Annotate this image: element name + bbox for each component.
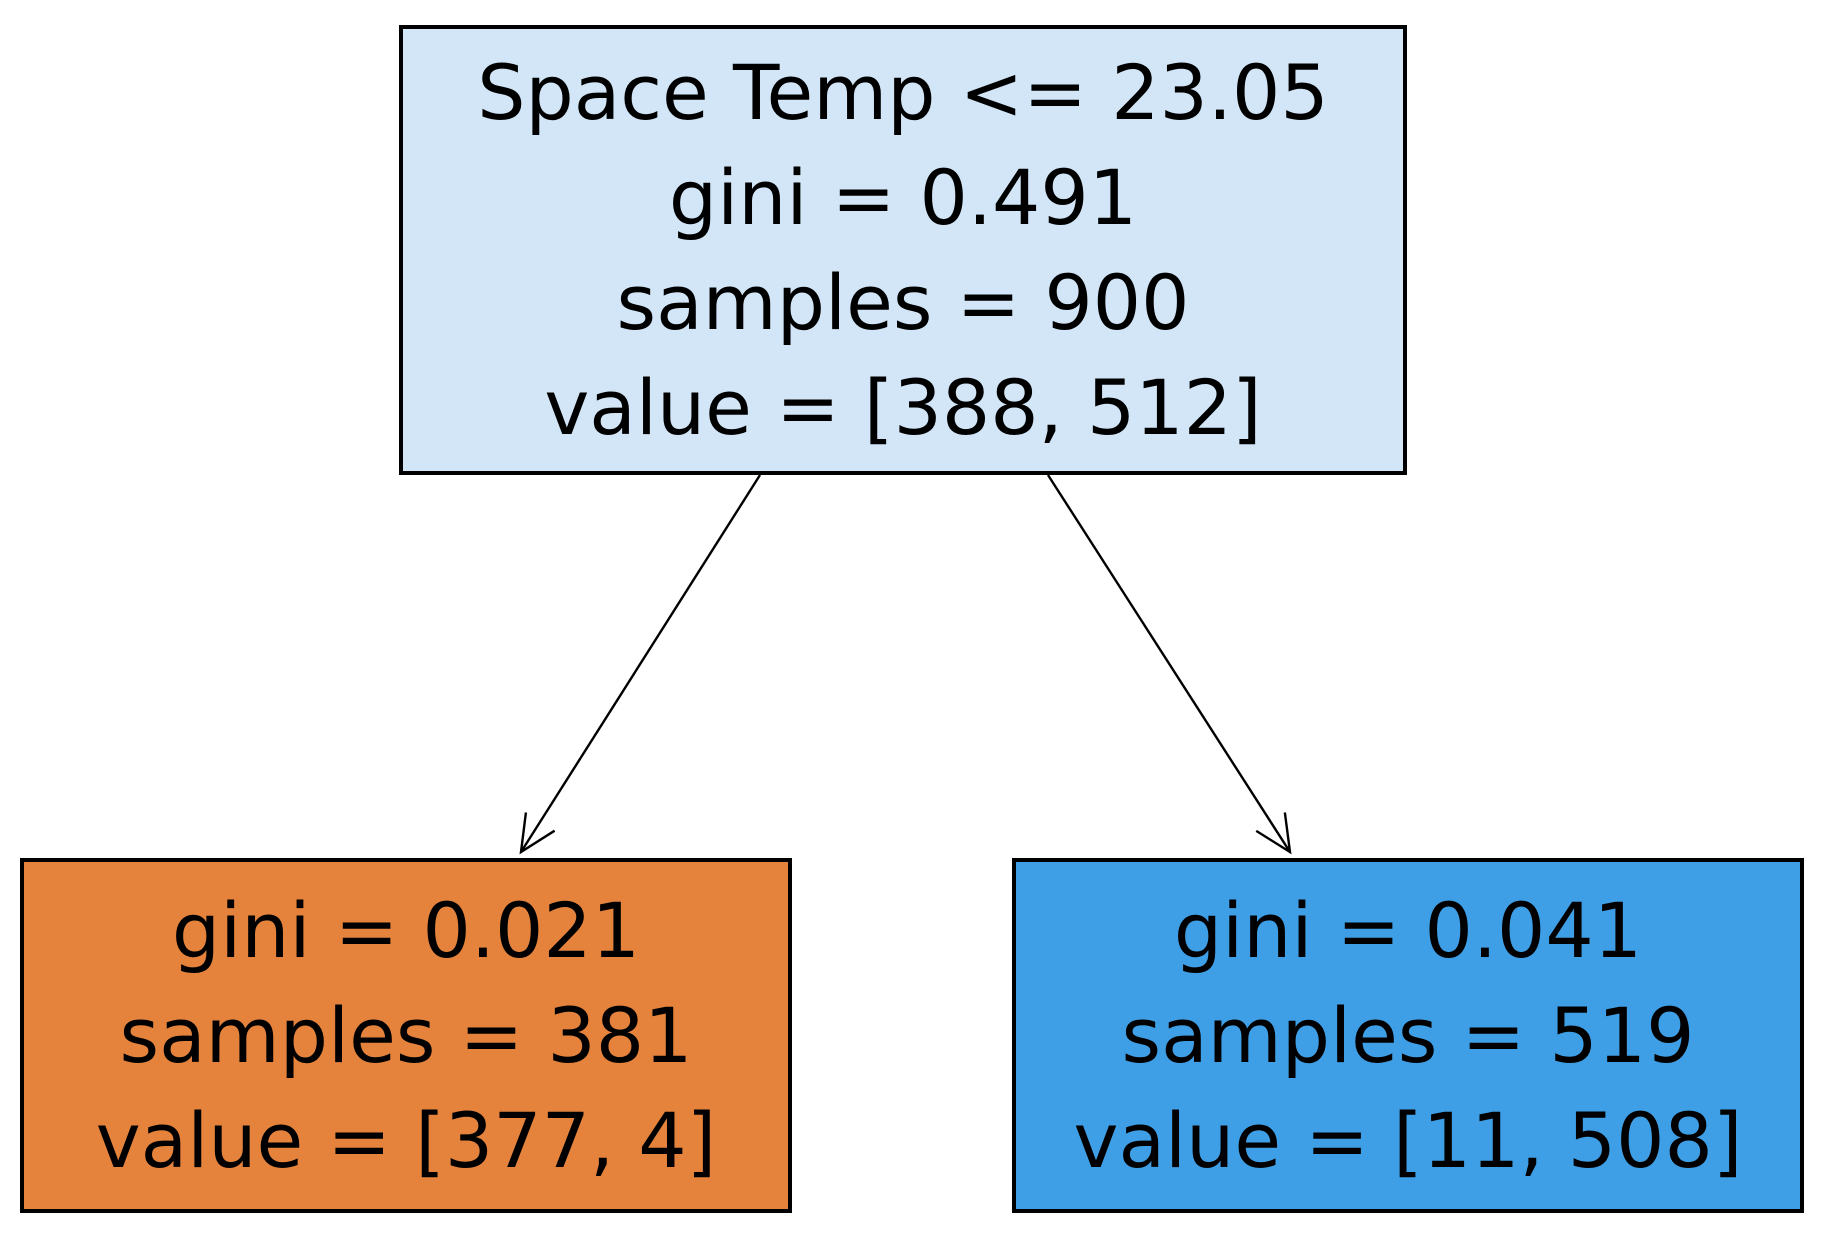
root-node-value: value = [388, 512] bbox=[544, 363, 1262, 452]
root-node-gini: gini = 0.491 bbox=[668, 153, 1138, 242]
root-node-condition: Space Temp <= 23.05 bbox=[477, 48, 1329, 137]
right-leaf-node: gini = 0.041 samples = 519 value = [11, … bbox=[1012, 858, 1804, 1213]
right-branch-arrow bbox=[1046, 474, 1292, 855]
left-leaf-value: value = [377, 4] bbox=[95, 1096, 717, 1185]
right-leaf-samples: samples = 519 bbox=[1121, 991, 1695, 1080]
left-branch-arrow bbox=[519, 474, 762, 855]
left-leaf-samples: samples = 381 bbox=[119, 991, 693, 1080]
left-leaf-gini: gini = 0.021 bbox=[171, 886, 641, 975]
right-leaf-value: value = [11, 508] bbox=[1073, 1096, 1743, 1185]
left-leaf-node: gini = 0.021 samples = 381 value = [377,… bbox=[20, 858, 792, 1213]
right-leaf-gini: gini = 0.041 bbox=[1173, 886, 1643, 975]
root-node-samples: samples = 900 bbox=[616, 258, 1190, 347]
root-node: Space Temp <= 23.05 gini = 0.491 samples… bbox=[399, 25, 1407, 475]
